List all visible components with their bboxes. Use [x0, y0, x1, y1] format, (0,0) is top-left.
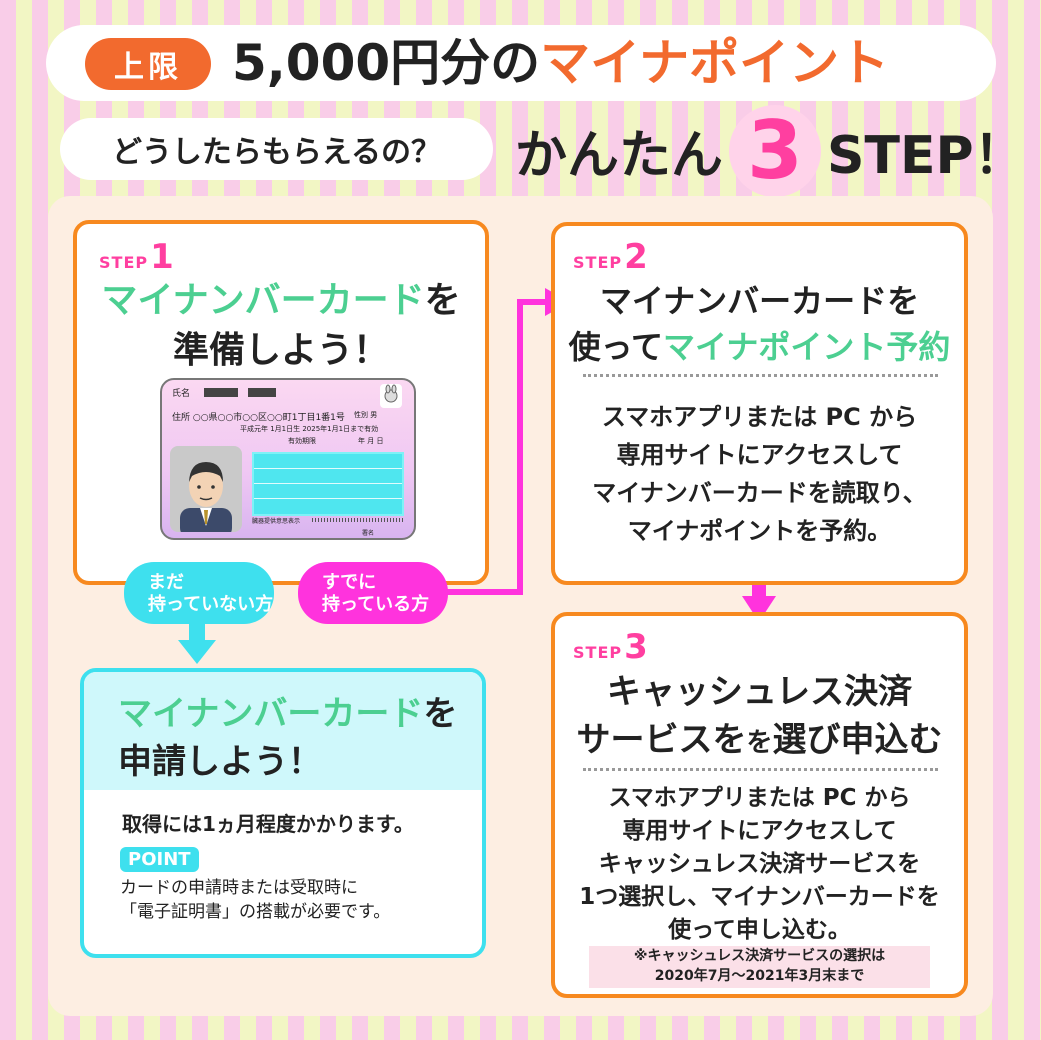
card-date-label: 年 月 日 — [358, 437, 384, 445]
headline-point-name: マイナポイント — [540, 34, 890, 92]
apply-box: マイナンバーカードを 申請しよう！ 取得には1ヵ月程度かかります。 POINT … — [80, 668, 486, 958]
easy-steps-heading: かんたん 3 STEP！ — [515, 104, 1026, 197]
card-name-label: 氏名 — [172, 389, 191, 399]
card-address: 住所 ○○県○○市○○区○○町1丁目1番1号 — [172, 410, 345, 423]
question-pill: どうしたらもらえるの？ — [60, 118, 493, 180]
card-bottom-text: 臓器提供意思表示 — [252, 518, 301, 525]
step3-desc-line-1: スマホアプリまたは PC から — [608, 785, 911, 811]
step3-note-line-2: 2020年7月～2021年3月末まで — [654, 968, 865, 984]
step3-desc-line-5: 使って申し込む。 — [668, 917, 851, 943]
headline-amount: 5,000円分の — [232, 34, 541, 92]
step1-number: 1 — [150, 237, 175, 277]
card-birth: 平成元年 1月1日生 2025年1月1日まで有効 — [240, 425, 379, 433]
step3-note: ※キャッシュレス決済サービスの選択は 2020年7月～2021年3月末まで — [589, 946, 930, 988]
card-photo — [170, 446, 242, 532]
step3-label-text: STEP — [573, 643, 623, 662]
step3-title-line1: キャッシュレス決済 — [606, 672, 913, 712]
step3-title: キャッシュレス決済 サービスをを選び申込む — [555, 668, 964, 767]
step3-divider — [583, 768, 938, 771]
pill-not-yet: まだ 持っていない方 — [124, 562, 274, 624]
step3-title-b: 選び申込む — [772, 720, 943, 760]
headline: 5,000円分のマイナポイント — [232, 28, 889, 98]
step2-number: 2 — [624, 237, 649, 277]
step3-number: 3 — [624, 627, 649, 667]
point-badge: POINT — [120, 847, 199, 872]
connector-step1-to-step2 — [440, 299, 545, 595]
step1-title: マイナンバーカードを 準備しよう！ — [77, 276, 485, 376]
step3-desc-line-3: キャッシュレス決済サービスを — [598, 851, 921, 877]
step1-label-text: STEP — [99, 253, 149, 272]
step2-desc-line-2: 専用サイトにアクセスして — [616, 441, 903, 469]
step3-note-line-1: ※キャッシュレス決済サービスの選択は — [633, 948, 886, 964]
point-text: カードの申請時または受取時に 「電子証明書」の搭載が必要です。 — [120, 876, 482, 924]
step2-title-green: マイナポイント予約 — [663, 328, 951, 366]
easy-prefix: かんたん — [515, 126, 724, 186]
point-line-2: 「電子証明書」の搭載が必要です。 — [120, 902, 391, 922]
step1-title-green: マイナンバーカード — [101, 280, 425, 321]
arrow-down-icon — [742, 596, 776, 622]
step2-title-line1: マイナンバーカードを — [599, 282, 920, 320]
step2-desc-line-4: マイナポイントを予約。 — [627, 517, 892, 545]
step3-description: スマホアプリまたは PC から 専用サイトにアクセスして キャッシュレス決済サー… — [555, 782, 964, 947]
step2-label-text: STEP — [573, 253, 623, 272]
card-sign-label: 署名 — [362, 530, 375, 537]
limit-badge: 上限 — [85, 38, 211, 90]
apply-header: マイナンバーカードを 申請しよう！ — [84, 672, 482, 790]
three-circle: 3 — [729, 104, 822, 197]
card-address-text: ○○県○○市○○区○○町1丁目1番1号 — [192, 413, 345, 423]
my-number-card-illustration: 氏名 住所 ○○県○○市○○区○○町1丁目1番1号 平成元年 1月1日生 202… — [160, 378, 416, 540]
step2-description: スマホアプリまたは PC から 専用サイトにアクセスして マイナンバーカードを読… — [555, 398, 964, 550]
card-info-area — [252, 452, 404, 516]
pill-not-yet-line1: まだ — [148, 572, 184, 593]
step2-title: マイナンバーカードを 使ってマイナポイント予約 — [555, 278, 964, 370]
step3-title-a: サービスを — [576, 720, 747, 760]
step1-title-particle: を — [424, 280, 461, 321]
card-name-redaction-2 — [248, 388, 276, 397]
mascot-icon — [380, 384, 402, 408]
apply-title-particle: を — [423, 694, 458, 734]
card-address-label: 住所 — [172, 413, 191, 423]
easy-suffix: STEP！ — [827, 126, 1026, 186]
step2-desc-line-3: マイナンバーカードを読取り、 — [592, 479, 927, 507]
apply-title-line2: 申請しよう！ — [118, 742, 322, 782]
card-sex: 性別 男 — [354, 411, 378, 419]
card-name-redaction — [204, 388, 238, 397]
pill-already: すでに 持っている方 — [298, 562, 448, 624]
point-line-1: カードの申請時または受取時に — [120, 878, 358, 898]
apply-point: POINT カードの申請時または受取時に 「電子証明書」の搭載が必要です。 — [84, 837, 482, 924]
step2-divider — [583, 374, 938, 377]
step1-title-line2: 準備しよう！ — [172, 330, 389, 371]
step3-desc-line-2: 専用サイトにアクセスして — [622, 818, 897, 844]
apply-title-green: マイナンバーカード — [118, 694, 424, 734]
step2-desc-line-1: スマホアプリまたは PC から — [601, 403, 918, 431]
arrow-down-cyan-icon — [178, 640, 216, 664]
pill-already-line1: すでに — [322, 572, 377, 593]
apply-duration: 取得には1ヵ月程度かかります。 — [122, 812, 414, 836]
pill-already-line2: 持っている方 — [322, 594, 430, 615]
card-expiry-label: 有効期限 — [288, 437, 316, 445]
step2-title-prefix: 使って — [568, 328, 664, 366]
pill-not-yet-line2: 持っていない方 — [148, 594, 274, 615]
card-barcode — [312, 518, 404, 522]
person-icon — [180, 462, 232, 532]
apply-title: マイナンバーカードを 申請しよう！ — [84, 672, 482, 786]
connector-step1-to-apply — [189, 620, 205, 642]
step3-desc-line-4: 1つ選択し、マイナンバーカードを — [579, 884, 940, 910]
